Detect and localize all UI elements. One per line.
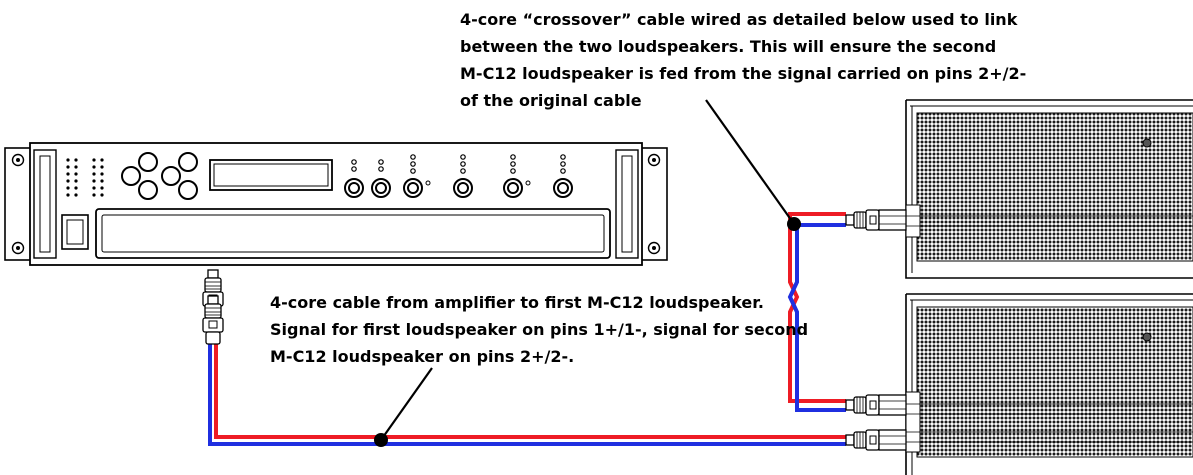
speakon-connector-icon: [845, 429, 907, 451]
crossover-cable-callout: 4-core “crossover” cable wired as detail…: [460, 6, 1026, 114]
callout-line: M-C12 loudspeaker is fed from the signal…: [460, 64, 1027, 83]
callout-line: 4-core cable from amplifier to first M-C…: [270, 293, 764, 312]
speakon-connector-icon: [845, 394, 907, 416]
loudspeaker-icon: [905, 99, 1193, 279]
callout-line: of the original cable: [460, 91, 642, 110]
speakon-connector-icon: [845, 209, 907, 231]
callout-line: Signal for first loudspeaker on pins 1+/…: [270, 320, 809, 339]
leader-line-crossover: [705, 99, 801, 231]
loudspeaker-icon: [905, 293, 1193, 475]
amplifier-icon: [4, 142, 668, 266]
callout-line: M-C12 loudspeaker on pins 2+/2-.: [270, 347, 575, 366]
callout-line: between the two loudspeakers. This will …: [460, 37, 997, 56]
callout-line: 4-core “crossover” cable wired as detail…: [460, 10, 1018, 29]
main-cable-callout: 4-core cable from amplifier to first M-C…: [270, 289, 808, 370]
leader-line-main-cable: [374, 367, 433, 447]
main-cable: [208, 323, 846, 446]
